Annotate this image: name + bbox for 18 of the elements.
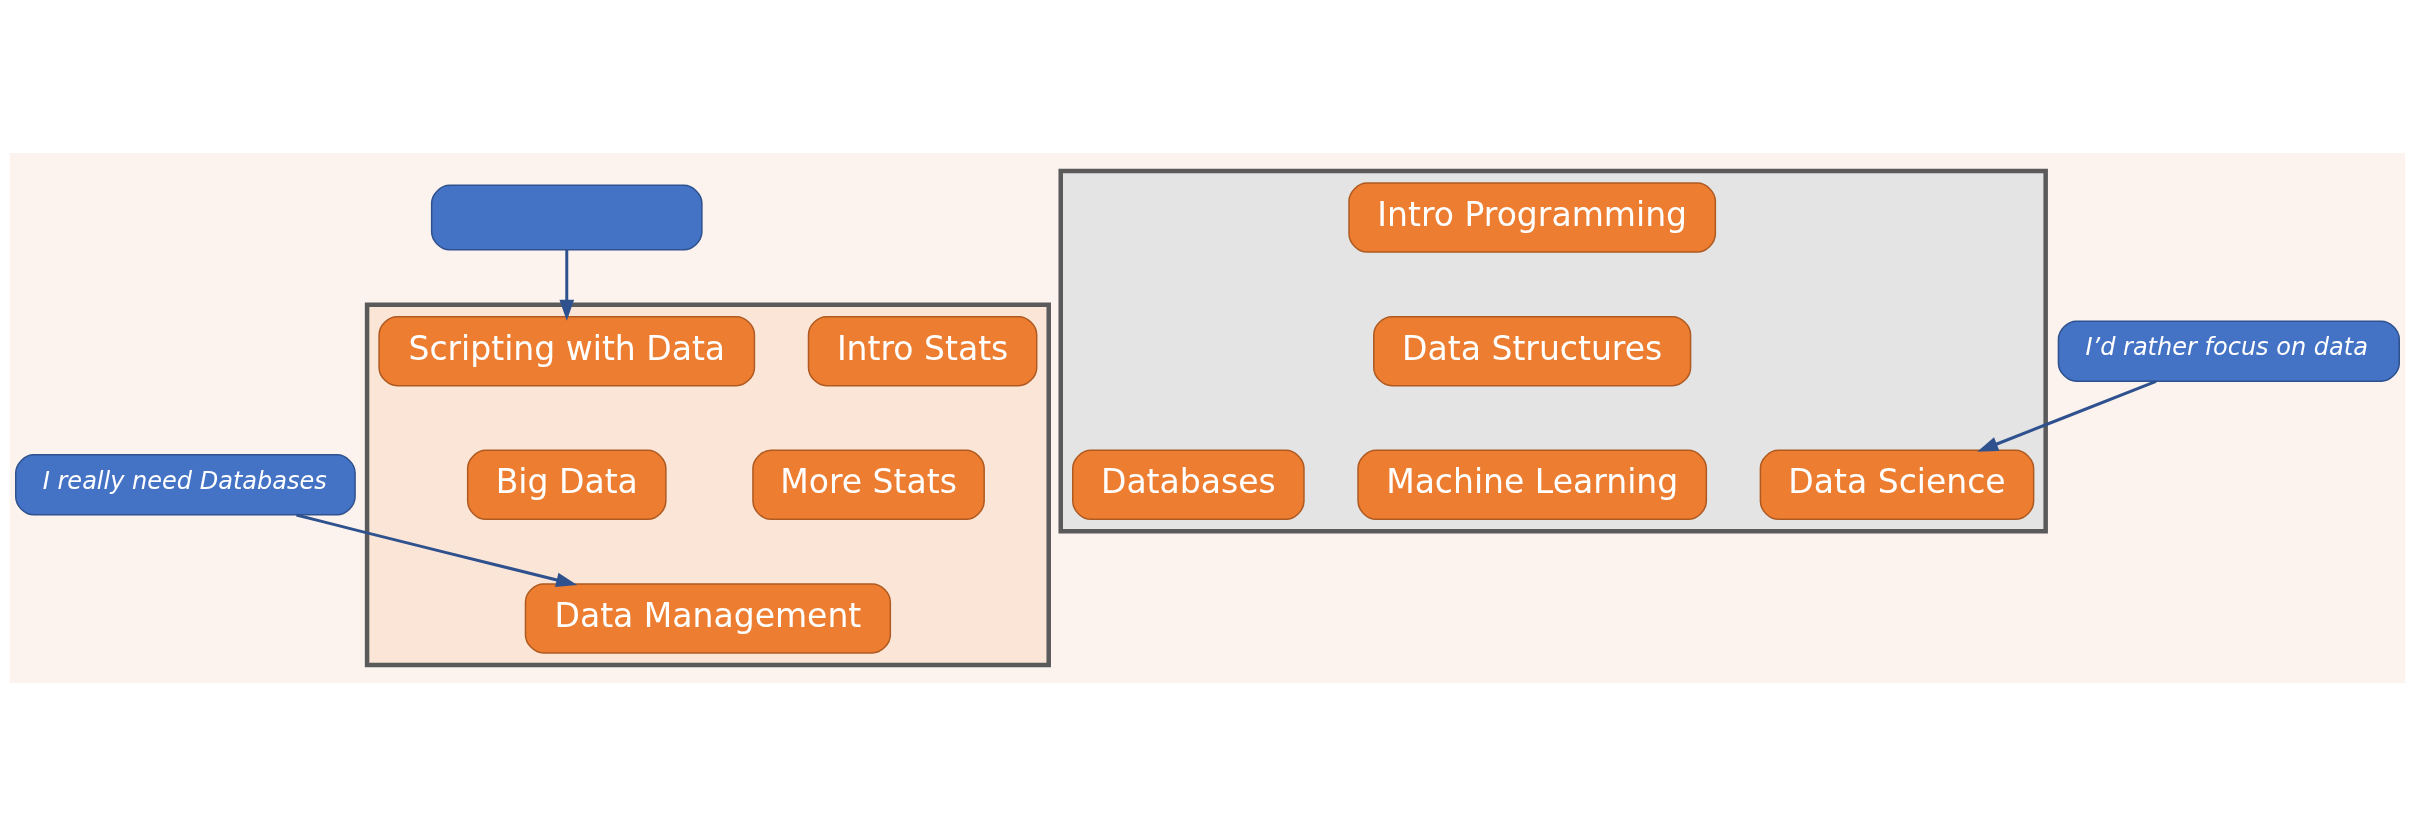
node-box: Data Structures — [1373, 315, 1692, 387]
node-box: Machine Learning — [1357, 449, 1708, 521]
node-box: I really need Databases — [15, 454, 356, 516]
node-box: More Stats — [752, 449, 985, 521]
node-box: Big Data — [466, 449, 667, 521]
arrow — [559, 250, 575, 321]
node-box: Data Science — [1759, 449, 2035, 521]
node-box — [430, 184, 703, 251]
node-box: I’d rather focus on data — [2057, 320, 2400, 382]
node-box: Intro Stats — [807, 315, 1038, 387]
arrow — [296, 513, 578, 588]
cluster — [364, 302, 1051, 668]
arrow — [1977, 379, 2157, 452]
node-box: Data Management — [524, 583, 892, 654]
cluster — [1058, 168, 2048, 534]
node-box: Databases — [1072, 449, 1305, 521]
node-box: Scripting with Data — [378, 315, 756, 387]
node-box: Intro Programming — [1348, 182, 1717, 253]
